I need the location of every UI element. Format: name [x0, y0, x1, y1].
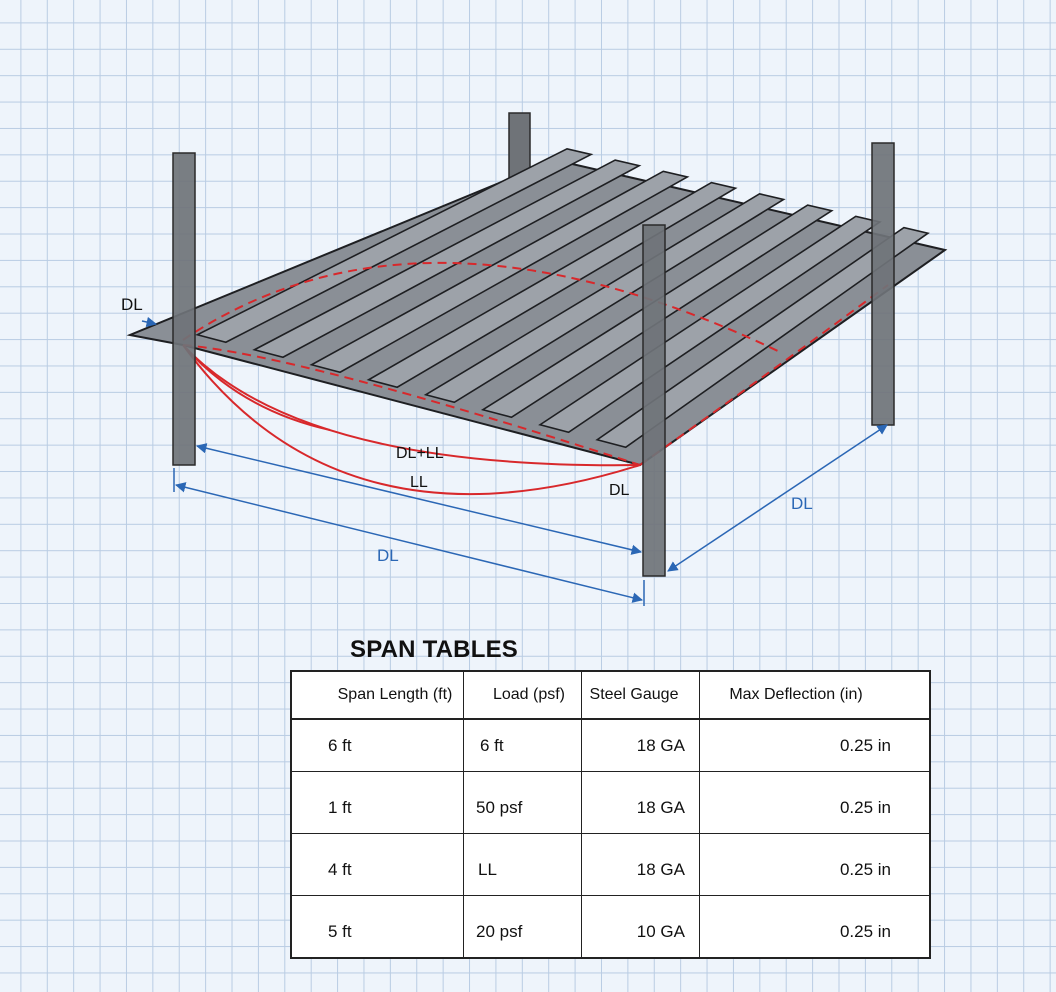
corrugated-deck: [126, 147, 948, 467]
span-table-header-row: Span Length (ft) Load (psf) Steel Gauge …: [290, 671, 931, 720]
table-row-gap: [290, 833, 931, 844]
cell-max-deflection: 0.25 in: [699, 719, 931, 772]
cell-span-length: 6 ft: [290, 719, 464, 772]
cell-max-deflection: 0.25 in: [699, 906, 931, 959]
dl-dashed-line-front: [182, 344, 641, 466]
header-load: Load (psf): [463, 671, 582, 720]
cell-span-length: 1 ft: [290, 782, 464, 834]
table-row-gap: [290, 771, 931, 782]
cell-load: LL: [463, 844, 582, 896]
label-dl-ll: DL+LL: [396, 445, 444, 462]
label-dl-depth: DL: [791, 494, 813, 513]
post-back-right: [871, 142, 895, 426]
table-row: 6 ft 6 ft 18 GA 0.25 in: [290, 719, 931, 772]
cell-span-length: 5 ft: [290, 906, 464, 959]
label-dl-top-left: DL: [121, 295, 143, 314]
header-span-length: Span Length (ft): [290, 671, 464, 720]
table-row: 4 ft LL 18 GA 0.25 in: [290, 844, 931, 896]
table-row-gap: [290, 895, 931, 906]
table-row: 5 ft 20 psf 10 GA 0.25 in: [290, 906, 931, 959]
table-row: 1 ft 50 psf 18 GA 0.25 in: [290, 782, 931, 834]
span-tables-title: SPAN TABLES: [350, 636, 518, 663]
cell-steel-gauge: 18 GA: [581, 844, 700, 896]
cell-max-deflection: 0.25 in: [699, 782, 931, 834]
cell-steel-gauge: 10 GA: [581, 906, 700, 959]
dl-dashed-line-top: [182, 262, 781, 353]
span-table: Span Length (ft) Load (psf) Steel Gauge …: [290, 670, 931, 959]
cell-load: 20 psf: [463, 906, 582, 959]
deck-rib: [195, 147, 594, 344]
label-ll: LL: [410, 474, 428, 491]
label-dl-curve: DL: [609, 482, 630, 499]
dl-small-curve: [182, 344, 331, 431]
post-front-left: [172, 152, 196, 466]
header-steel-gauge: Steel Gauge: [581, 671, 700, 720]
dimension-depth: [667, 424, 888, 572]
dl-pointer: [141, 316, 158, 328]
corrugated-deck-diagram: DL DL+LL LL DL DL DL: [121, 112, 948, 606]
label-dl-span: DL: [377, 546, 399, 565]
dimension-lines: [141, 316, 888, 606]
deck-rib: [252, 159, 642, 359]
cell-load: 6 ft: [463, 719, 582, 772]
cell-span-length: 4 ft: [290, 844, 464, 896]
dimension-outer-span: [174, 482, 644, 603]
header-max-deflection: Max Deflection (in): [699, 671, 931, 720]
cell-load: 50 psf: [463, 782, 582, 834]
post-front-center: [642, 224, 666, 577]
cell-steel-gauge: 18 GA: [581, 782, 700, 834]
cell-steel-gauge: 18 GA: [581, 719, 700, 772]
cell-max-deflection: 0.25 in: [699, 844, 931, 896]
deck-rib: [309, 170, 690, 374]
